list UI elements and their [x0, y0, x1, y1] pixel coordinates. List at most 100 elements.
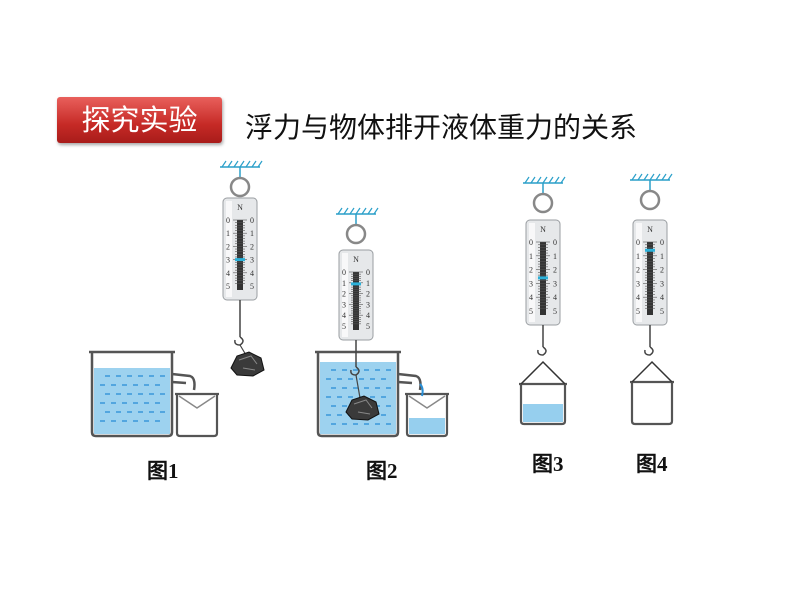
- ceiling-hatch: [373, 207, 379, 215]
- water: [523, 404, 563, 422]
- cup-wall: [630, 382, 674, 426]
- overflow-stream: [419, 383, 424, 397]
- stone: [345, 395, 380, 421]
- tick-label: 4: [636, 293, 640, 302]
- tick-label: 1: [529, 252, 533, 261]
- scale-highlight: [636, 223, 642, 322]
- tick-label: 0: [342, 268, 346, 277]
- tick-label: 4: [660, 293, 664, 302]
- beaker-wall: [316, 352, 400, 438]
- ceiling-hatch: [667, 173, 673, 181]
- tick-label: 5: [342, 322, 346, 331]
- tick-label: 0: [250, 216, 254, 225]
- water: [94, 368, 170, 434]
- hanging-cup-4: [630, 360, 674, 426]
- hook: [644, 346, 654, 356]
- tick-label: 5: [660, 307, 664, 316]
- ceiling-hatch: [548, 176, 554, 184]
- hanging-cup-3: [519, 360, 567, 426]
- scale-slot: [237, 220, 243, 290]
- stone: [230, 351, 265, 377]
- ceiling-hatch: [530, 176, 536, 184]
- tick-label: 4: [226, 269, 230, 278]
- tick-label: 1: [226, 229, 230, 238]
- ceiling-hatch: [233, 160, 239, 168]
- scale-highlight: [529, 223, 535, 322]
- tick-label: 1: [366, 279, 370, 288]
- ceiling-hatch: [367, 207, 373, 215]
- ceiling-hatch: [643, 173, 649, 181]
- scale-indicator: [538, 276, 548, 280]
- scale-ring: [229, 176, 251, 198]
- unit-label: N: [237, 203, 243, 212]
- figure-1-label: 图1: [147, 459, 179, 483]
- overflow-beaker-2: [315, 350, 422, 438]
- stone-facets: [238, 355, 258, 371]
- scale-highlight: [226, 201, 232, 297]
- tick-label: 0: [529, 238, 533, 247]
- tick-label: 1: [342, 279, 346, 288]
- tick-label: 4: [553, 293, 557, 302]
- ceiling-hatch: [337, 207, 343, 215]
- hook: [537, 346, 547, 356]
- overflow-spout: [397, 372, 422, 391]
- tick-label: 0: [636, 238, 640, 247]
- ceiling-hatch: [349, 207, 355, 215]
- tick-label: 5: [529, 307, 533, 316]
- ceiling-hatch: [221, 160, 227, 168]
- scale-ring: [345, 223, 367, 245]
- beaker-wall: [90, 352, 174, 438]
- tick-label: 2: [553, 266, 557, 275]
- unit-label: N: [647, 225, 653, 234]
- ceiling-hatch: [655, 173, 661, 181]
- ceiling-hatch: [542, 176, 548, 184]
- figure-2-label: 图2: [366, 459, 398, 483]
- tick-label: 5: [636, 307, 640, 316]
- ceiling-hatch: [239, 160, 245, 168]
- tick-label: 3: [226, 256, 230, 265]
- tick-label: 1: [636, 252, 640, 261]
- scale-ring: [639, 189, 661, 211]
- cup-fold: [408, 395, 446, 409]
- tick-label: 3: [553, 279, 557, 288]
- scale-slot: [353, 272, 359, 330]
- tick-label: 2: [636, 266, 640, 275]
- tick-label: 3: [342, 300, 346, 309]
- tick-label: 4: [250, 269, 254, 278]
- tick-label: 1: [660, 252, 664, 261]
- tick-label: 2: [366, 290, 370, 299]
- experiment-badge: 探究实验: [57, 97, 222, 143]
- overflow-beaker-1: [89, 350, 196, 438]
- scale-indicator: [351, 282, 361, 286]
- ceiling-hatch: [343, 207, 349, 215]
- overflow-spout: [171, 372, 196, 391]
- ceiling-hatch: [637, 173, 643, 181]
- scale-slot: [647, 242, 653, 315]
- tick-label: 0: [660, 238, 664, 247]
- ceiling-hatch: [554, 176, 560, 184]
- tick-label: 1: [250, 229, 254, 238]
- stone-facets: [353, 399, 373, 415]
- tick-label: 3: [529, 279, 533, 288]
- unit-label: N: [540, 225, 546, 234]
- stone-2: [345, 395, 380, 421]
- ceiling-hatch: [536, 176, 542, 184]
- tick-label: 3: [366, 300, 370, 309]
- ceiling-hatch: [649, 173, 655, 181]
- cup-fold: [178, 395, 216, 409]
- scale-ring: [532, 192, 554, 214]
- ceiling-hatch: [631, 173, 637, 181]
- unit-label: N: [353, 255, 359, 264]
- tick-label: 2: [226, 242, 230, 251]
- ceiling-hatch: [245, 160, 251, 168]
- ceiling-hatch: [355, 207, 361, 215]
- ceiling-hatch: [257, 160, 263, 168]
- scale-indicator: [645, 248, 655, 252]
- tick-label: 2: [529, 266, 533, 275]
- cup-wall: [519, 384, 567, 426]
